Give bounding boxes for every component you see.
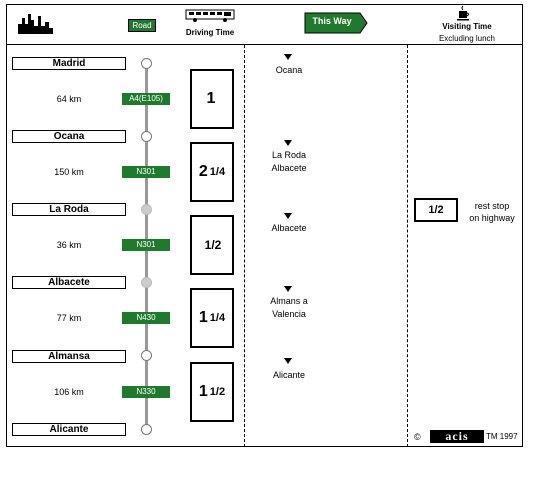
leg-distance: 106 km: [54, 387, 84, 397]
bus-icon: [185, 9, 235, 22]
city-label-ocana: Ocana: [12, 130, 126, 143]
direction-arrow-icon: [284, 54, 292, 60]
city-label-almansa: Almansa: [12, 350, 126, 363]
driving-time-box: 1: [190, 69, 234, 129]
visiting-time-box: 1/2: [414, 198, 458, 222]
road-number-badge: N430: [122, 312, 170, 324]
road-number-badge: N301: [122, 166, 170, 178]
city-skyline-icon: [18, 14, 53, 34]
visiting-note-line: on highway: [469, 213, 515, 223]
driving-time-whole: 2: [198, 163, 208, 180]
direction-text: Alicante: [250, 369, 328, 382]
city-label-la-roda: La Roda: [12, 203, 126, 216]
driving-time-fraction: 1/4: [209, 166, 226, 178]
direction-text: Almans a Valencia: [250, 295, 328, 321]
visiting-time-note: rest stop on highway: [462, 200, 522, 224]
coffee-cup-icon: [457, 5, 469, 21]
this-way-arrow-icon: [304, 12, 368, 34]
direction-line: Valencia: [272, 309, 306, 319]
visiting-time-header: Visiting Time: [442, 22, 492, 31]
this-way-label: This Way: [312, 16, 352, 26]
city-label-alicante: Alicante: [12, 423, 126, 436]
leg-distance: 36 km: [56, 240, 82, 250]
stop-marker-alicante: [141, 424, 152, 435]
leg-distance: 64 km: [56, 94, 82, 104]
direction-line: Ocana: [275, 65, 303, 75]
driving-time-whole: 1: [198, 309, 208, 326]
direction-arrow-icon: [284, 286, 292, 292]
road-number-badge: N330: [122, 386, 170, 398]
driving-time-fraction: 1/2: [209, 386, 226, 398]
city-label-madrid: Madrid: [12, 57, 126, 70]
column-divider-left: [244, 45, 245, 447]
direction-arrow-icon: [284, 140, 292, 146]
stop-marker-ocana: [141, 131, 152, 142]
driving-time-header: Driving Time: [185, 28, 235, 37]
direction-text: Albacete: [250, 222, 328, 235]
driving-time-fraction: 1/2: [204, 238, 222, 252]
direction-line: La Roda: [271, 150, 307, 160]
road-number-badge: A4(E105): [122, 93, 170, 105]
leg-distance: 150 km: [54, 167, 84, 177]
stop-marker-madrid: [141, 58, 152, 69]
copyright-symbol: ©: [414, 432, 421, 442]
driving-time-whole: 1: [206, 90, 216, 107]
direction-line: Alicante: [272, 370, 306, 380]
stop-marker-la-roda: [141, 204, 152, 215]
direction-text: Ocana: [250, 64, 328, 77]
driving-time-box: 1/2: [190, 215, 234, 275]
itinerary-frame: [6, 4, 523, 447]
driving-time-fraction: 1/4: [209, 312, 226, 324]
road-header-badge: Road: [128, 19, 156, 32]
visiting-time-subheader: Excluding lunch: [438, 34, 496, 43]
direction-line: Albacete: [271, 163, 307, 173]
direction-text: La Roda Albacete: [250, 149, 328, 175]
leg-distance: 77 km: [56, 313, 82, 323]
direction-arrow-icon: [284, 213, 292, 219]
road-number-badge: N301: [122, 239, 170, 251]
stop-marker-albacete: [141, 277, 152, 288]
city-label-albacete: Albacete: [12, 276, 126, 289]
trademark-year: TM 1997: [486, 432, 518, 441]
header-divider: [6, 44, 523, 45]
column-divider-right: [407, 45, 408, 447]
driving-time-whole: 1: [198, 383, 208, 400]
stop-marker-almansa: [141, 350, 152, 361]
acis-logo: acis: [430, 430, 484, 443]
visiting-note-line: rest stop: [474, 201, 510, 211]
direction-arrow-icon: [284, 358, 292, 364]
direction-line: Almans a: [270, 296, 308, 306]
direction-line: Albacete: [271, 223, 307, 233]
